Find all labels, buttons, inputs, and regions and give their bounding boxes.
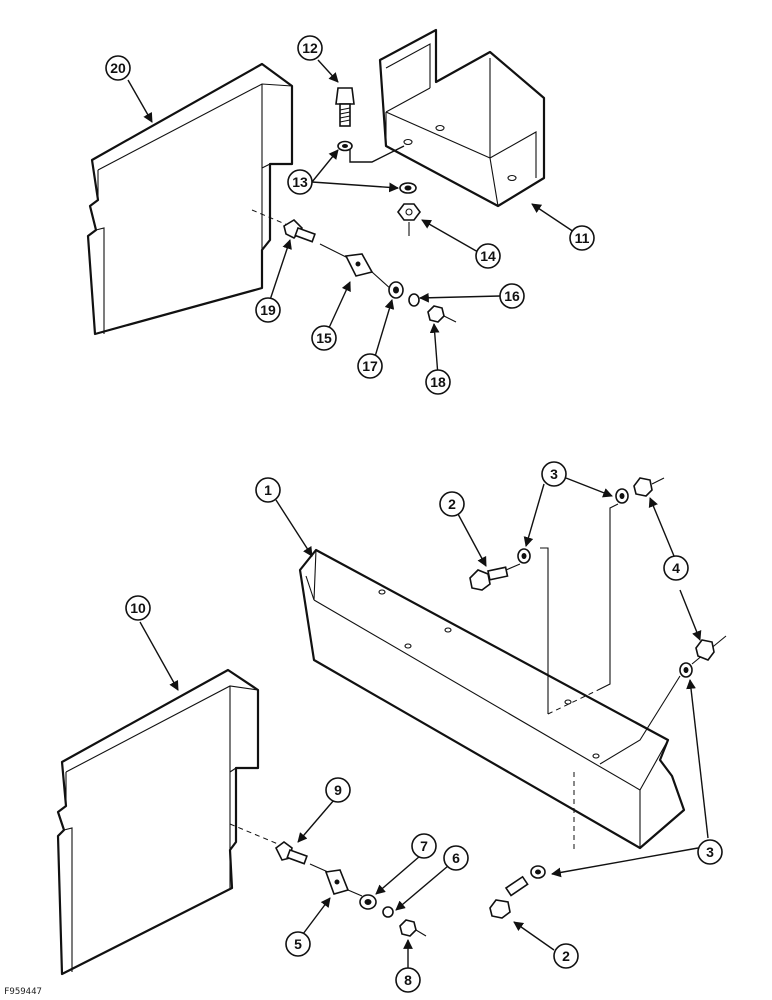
callout-15: 15 (311, 325, 337, 351)
washer-13-upper (337, 140, 353, 152)
clip-15 (344, 253, 393, 291)
channel-1 (298, 548, 686, 850)
svg-text:10: 10 (130, 600, 146, 616)
svg-text:11: 11 (575, 230, 590, 246)
bracket-11 (349, 28, 546, 208)
callout-16: 16 (499, 283, 525, 309)
callout-10: 10 (125, 595, 151, 621)
callout-14: 14 (475, 243, 501, 269)
nut-4-lower (695, 639, 715, 661)
svg-text:13: 13 (292, 174, 308, 190)
svg-text:12: 12 (302, 40, 318, 56)
callout-3-upper: 3 (541, 461, 567, 487)
callout-2-lower: 2 (553, 943, 579, 969)
clip-5 (324, 869, 363, 897)
svg-text:7: 7 (420, 838, 428, 854)
bolt-2-upper (469, 563, 521, 591)
callout-20: 20 (105, 55, 131, 81)
svg-text:18: 18 (430, 374, 446, 390)
svg-text:19: 19 (260, 302, 276, 318)
callout-6: 6 (443, 845, 469, 871)
callout-1: 1 (255, 477, 281, 503)
svg-text:4: 4 (672, 560, 680, 576)
svg-text:2: 2 (562, 948, 570, 964)
callout-11: 11 (569, 225, 595, 251)
callout-4: 4 (663, 555, 689, 581)
callout-19: 19 (255, 297, 281, 323)
figure-id-label: F959447 (4, 987, 42, 997)
washer-3-lower-right (679, 662, 693, 678)
washer-13-lower (399, 182, 417, 194)
washer-3-upper (517, 548, 531, 564)
callout-17: 17 (357, 353, 383, 379)
lower-centerlines (540, 477, 727, 852)
weight-plate-20 (86, 62, 294, 336)
callout-12: 12 (297, 35, 323, 61)
lockwasher-16 (408, 293, 420, 307)
svg-text:1: 1 (264, 482, 272, 498)
svg-text:2: 2 (448, 496, 456, 512)
svg-text:3: 3 (550, 466, 558, 482)
weight-plate-10 (56, 668, 260, 976)
callout-18: 18 (425, 369, 451, 395)
svg-text:8: 8 (404, 972, 412, 988)
nut-18 (427, 305, 457, 323)
svg-text:6: 6 (452, 850, 460, 866)
svg-text:16: 16 (504, 288, 520, 304)
bolt-12 (335, 87, 355, 127)
upper-leaders (127, 59, 575, 377)
washer-3-bottom (530, 865, 546, 879)
callout-7: 7 (411, 833, 437, 859)
svg-text:15: 15 (316, 330, 332, 346)
nut-4-top (633, 477, 653, 497)
svg-text:14: 14 (480, 248, 496, 264)
callout-5: 5 (285, 931, 311, 957)
nut-14 (397, 203, 421, 236)
svg-text:9: 9 (334, 782, 342, 798)
washer-7 (359, 894, 377, 910)
washer-17 (388, 281, 404, 299)
lower-leaders (139, 477, 709, 968)
bolt-2-bottom (489, 875, 529, 919)
lockwasher-6 (382, 906, 394, 918)
svg-text:5: 5 (294, 936, 302, 952)
callout-2-upper: 2 (439, 491, 465, 517)
svg-text:3: 3 (706, 844, 714, 860)
callout-8: 8 (395, 967, 421, 993)
svg-text:20: 20 (110, 60, 126, 76)
callout-13: 13 (287, 169, 313, 195)
nut-8 (399, 919, 427, 937)
callout-3-lower: 3 (697, 839, 723, 865)
washer-3-top-right (615, 488, 629, 504)
callout-9: 9 (325, 777, 351, 803)
bolt-9 (229, 823, 329, 873)
svg-text:17: 17 (362, 358, 378, 374)
